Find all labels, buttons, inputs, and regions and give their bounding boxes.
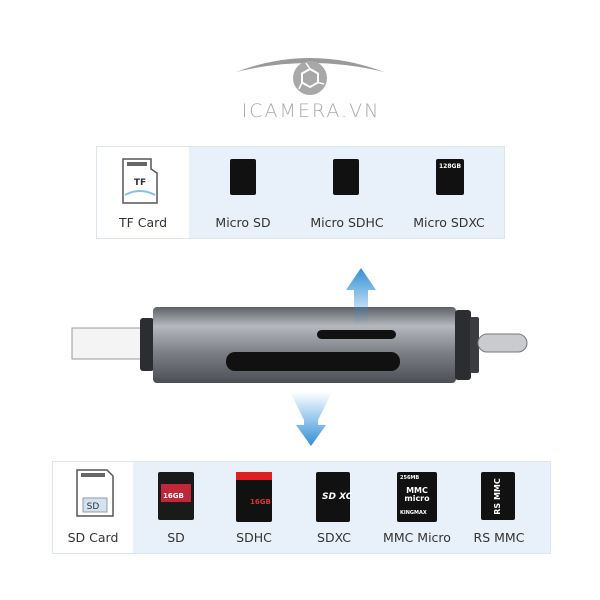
card-type-sd-card: SD SD Card <box>53 462 133 553</box>
card-reader-illustration <box>71 268 528 446</box>
sd-card-icon: 16GB <box>158 472 194 520</box>
arrow-up-icon <box>346 268 376 325</box>
card-label: RS MMC <box>473 530 525 545</box>
reader-body <box>153 307 456 383</box>
right-collar <box>455 310 471 380</box>
micro-card-panel: TF TF Card Micro SD Micro SDHC 128GB Mic… <box>96 146 505 239</box>
card-type-micro-sdxc: 128GB Micro SDXC <box>403 147 495 238</box>
card-label: Micro SDXC <box>413 215 485 230</box>
card-type-sdxc: SD XC SDXC <box>295 462 373 553</box>
arrow-down-icon <box>290 392 332 446</box>
micro-sd-card-icon <box>230 159 256 195</box>
card-type-mmc-micro: 256MB MMC micro KINGMAX MMC Micro <box>375 462 459 553</box>
logo-text: ICAMERA.VN <box>241 100 381 122</box>
svg-text:TF: TF <box>134 178 146 188</box>
camera-aperture-icon <box>293 61 327 95</box>
sdxc-card-icon: SD XC <box>316 472 352 522</box>
sd-slot <box>226 352 400 371</box>
card-label: SDHC <box>236 530 272 545</box>
card-type-micro-sdhc: Micro SDHC <box>301 147 393 238</box>
card-label: SDXC <box>317 530 351 545</box>
card-label: SD <box>167 530 185 545</box>
card-type-tf: TF TF Card <box>97 147 189 238</box>
micro-sdxc-card-icon: 128GB <box>436 159 464 195</box>
card-type-sdhc: 16GB SDHC <box>215 462 293 553</box>
usb-a-connector <box>71 327 143 360</box>
card-label: Micro SDHC <box>310 215 384 230</box>
micro-sd-slot <box>317 330 396 339</box>
sd-card-panel: SD SD Card 16GB SD 16GB SDHC SD XC SDXC … <box>52 461 551 554</box>
card-label: MMC Micro <box>383 530 451 545</box>
card-type-rs-mmc: RS MMC RS MMC <box>459 462 539 553</box>
sdhc-card-icon: 16GB <box>236 472 272 522</box>
logo-arc-icon <box>236 58 384 72</box>
mmc-micro-card-icon: 256MB MMC micro KINGMAX <box>397 472 437 522</box>
card-type-micro-sd: Micro SD <box>197 147 289 238</box>
micro-sdhc-card-icon <box>333 159 359 195</box>
svg-text:SD: SD <box>87 502 100 512</box>
card-type-sd: 16GB SD <box>137 462 215 553</box>
sd-card-outline-icon: SD <box>76 469 114 517</box>
usb-c-connector <box>477 333 528 353</box>
tf-card-outline-icon: TF <box>122 158 158 204</box>
left-collar <box>140 318 154 371</box>
card-label: Micro SD <box>215 215 271 230</box>
card-label: SD Card <box>67 530 119 545</box>
card-label: TF Card <box>118 215 168 230</box>
rs-mmc-card-icon: RS MMC <box>481 472 515 520</box>
